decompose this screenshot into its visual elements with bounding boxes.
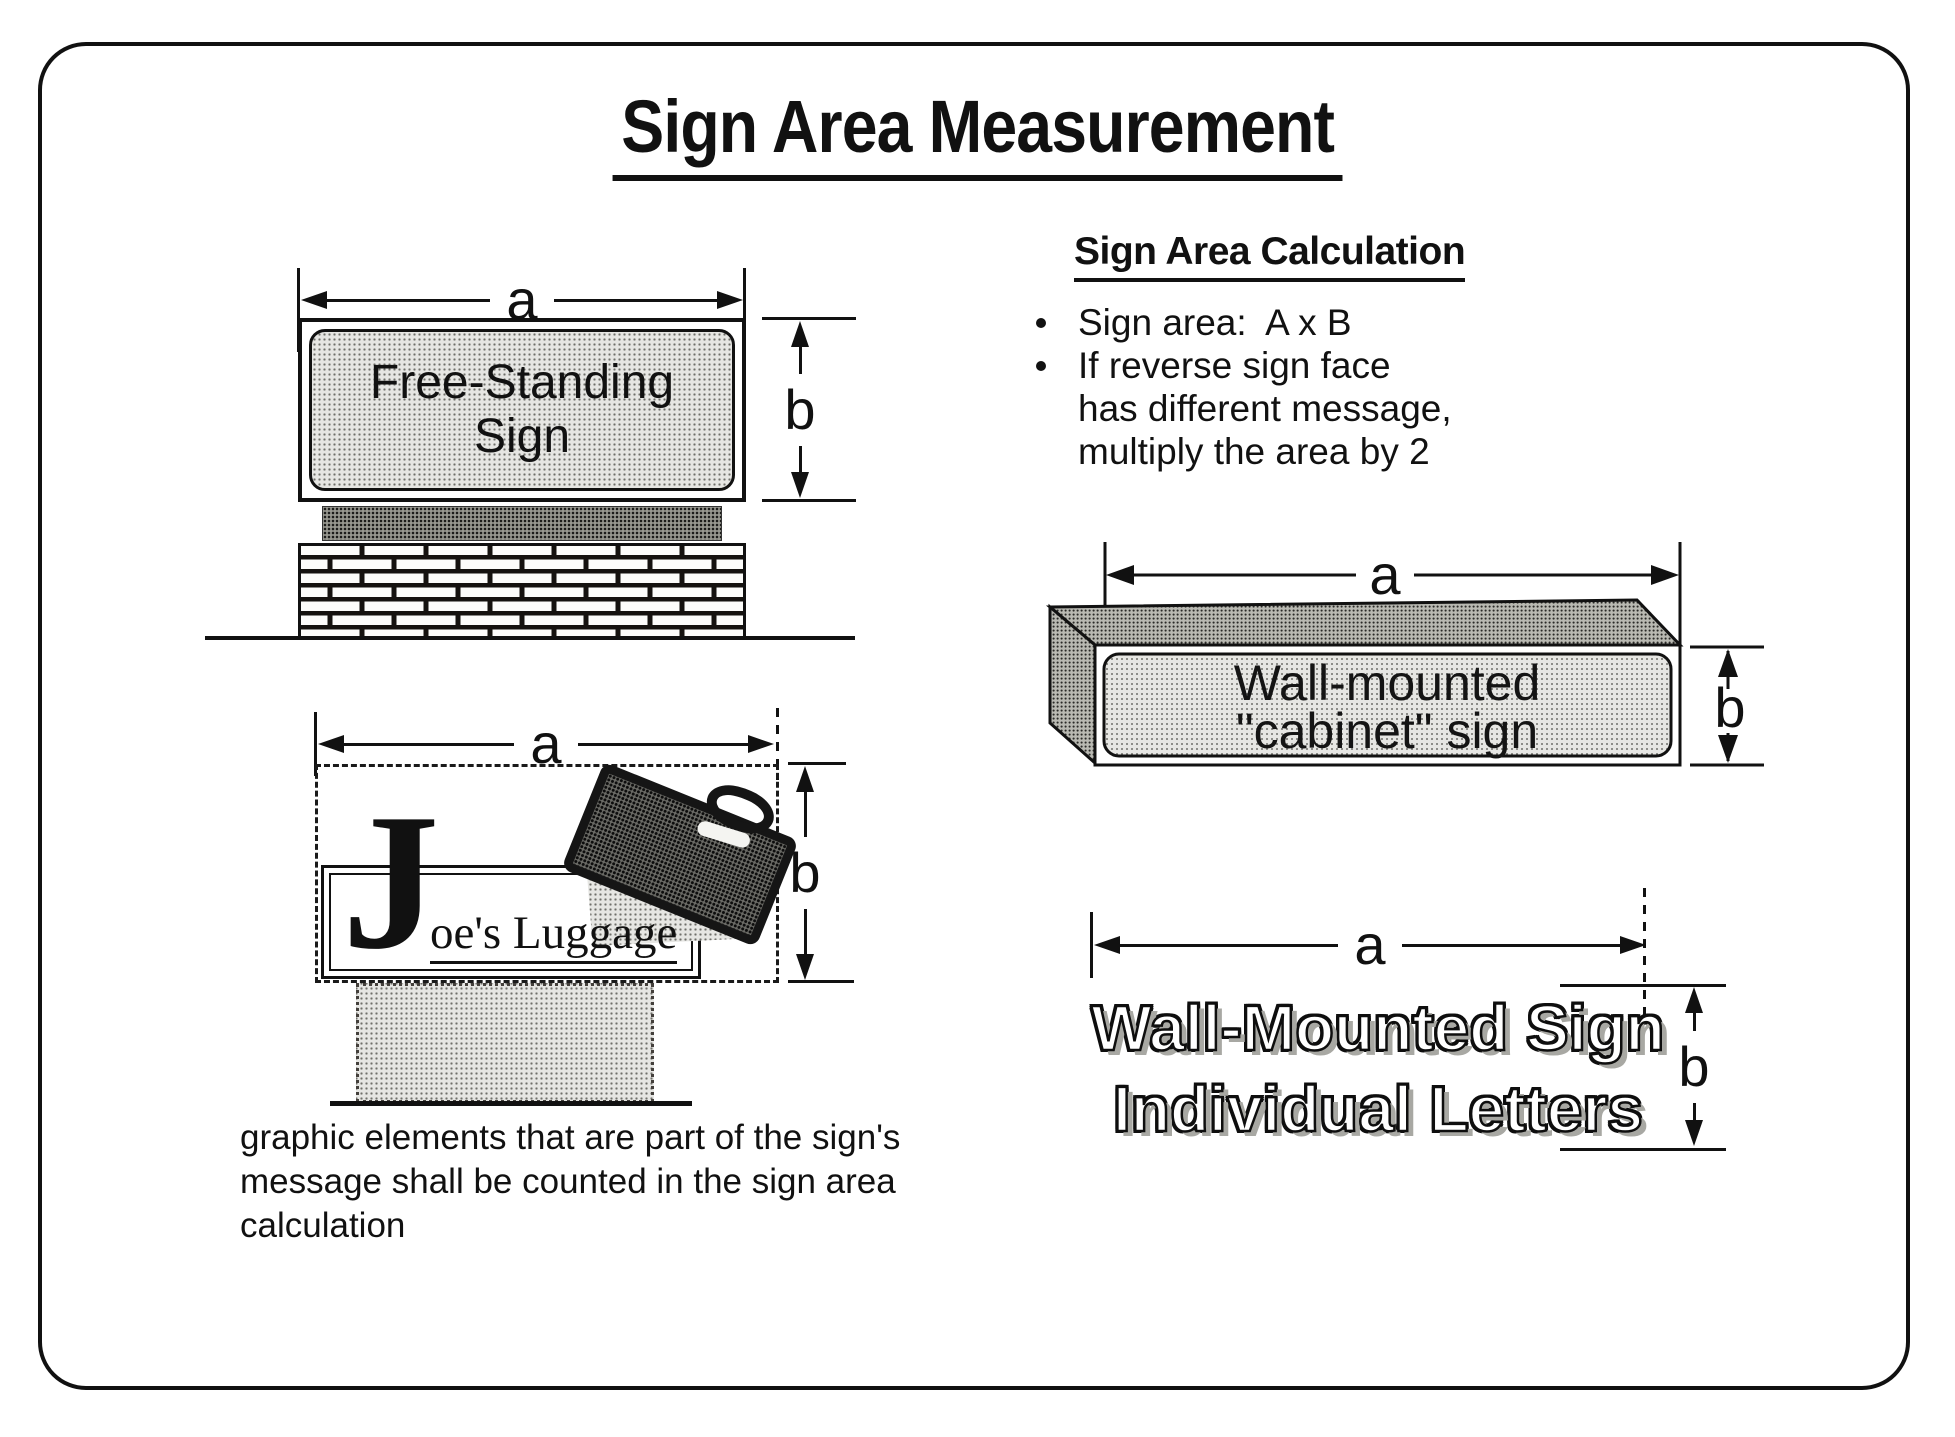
free-standing-sign-face: Free-Standing Sign (309, 329, 735, 491)
dim-a-right-tick (776, 708, 779, 780)
ground-line (330, 1101, 692, 1106)
dim-line-segment (798, 445, 802, 472)
cabinet-sign-diagram: a Wall-mounted "cabinet" sign b (1045, 542, 1764, 767)
cabinet-top-face (1045, 598, 1684, 647)
cabinet-dim-b: b (1690, 645, 1764, 767)
arrow-left-icon (318, 735, 344, 753)
bullet-item-continuation: has different message, (1036, 387, 1556, 430)
arrow-left-icon (1106, 565, 1134, 585)
caption-line: message shall be counted in the sign are… (240, 1162, 896, 1201)
arrow-right-icon (1620, 936, 1646, 954)
diagram-caption: graphic elements that are part of the si… (240, 1116, 900, 1248)
dim-a-label: a (1354, 913, 1386, 976)
bullet-text: multiply the area by 2 (1078, 431, 1430, 472)
bullet-dot-icon (1036, 317, 1046, 328)
caption-line: calculation (240, 1206, 406, 1245)
bullet-text: If reverse sign face (1078, 345, 1391, 386)
calculation-heading: Sign Area Calculation (1074, 230, 1466, 282)
page-title-row: Sign Area Measurement (0, 84, 1955, 181)
sign-text-line: Wall-Mounted Sign (1090, 991, 1666, 1066)
dim-line-segment (553, 298, 717, 302)
dim-line-segment (1401, 943, 1620, 947)
sign-support-band (322, 506, 722, 541)
sign-pedestal (356, 983, 654, 1103)
bullet-dot-icon (1036, 360, 1046, 371)
sign-text-line: "cabinet" sign (1236, 703, 1538, 759)
arrow-up-icon (791, 321, 809, 347)
dim-a-right-tick (743, 268, 746, 352)
dim-a-left-tick (297, 268, 300, 352)
dim-line-segment (327, 298, 491, 302)
free-standing-sign-panel: Free-Standing Sign (298, 318, 746, 502)
dim-line-segment (1692, 1102, 1696, 1120)
cabinet-dim-a: a (1103, 542, 1682, 659)
dim-b-label: b (1678, 1034, 1710, 1098)
dim-line-segment (1120, 943, 1339, 947)
ground-line (205, 636, 855, 640)
dim-line-segment (803, 909, 807, 954)
arrow-down-icon (796, 954, 814, 980)
dim-a-left-tick (1090, 912, 1093, 978)
dim-b-bottom-tick (788, 980, 854, 983)
arrow-up-icon (796, 766, 814, 792)
dim-line-segment (803, 792, 807, 837)
arrow-down-icon (1718, 735, 1738, 763)
bullet-text: Sign area: A x B (1078, 302, 1352, 343)
dim-b-top-tick (762, 317, 856, 320)
dim-b-label: b (1714, 676, 1745, 739)
bullet-item-continuation: multiply the area by 2 (1036, 430, 1556, 473)
dim-line-segment (577, 742, 748, 746)
dim-b-label: b (789, 841, 821, 904)
dim-a-label: a (1369, 543, 1401, 606)
sign-text-line: Free-Standing (369, 356, 675, 410)
dim-a-left-tick (314, 712, 317, 776)
brick-base (298, 543, 746, 639)
individual-letters-text: Wall-Mounted Sign Individual Letters (1078, 988, 1678, 1150)
arrow-down-icon (791, 472, 809, 498)
bullet-item: Sign area: A x B (1036, 301, 1556, 344)
arrow-down-icon (1685, 1120, 1703, 1146)
page-title: Sign Area Measurement (612, 84, 1343, 181)
page-border (38, 42, 1910, 1390)
dim-a-label: a (530, 712, 562, 775)
arrow-right-icon (748, 735, 774, 753)
dim-b-label: b (784, 377, 816, 441)
sign-name-text: oe's Luggage (430, 910, 678, 964)
bullet-text: has different message, (1078, 388, 1452, 429)
bullet-item: If reverse sign face (1036, 344, 1556, 387)
sign-text-line: Sign (473, 410, 571, 463)
dim-b-bottom-tick (1560, 1148, 1726, 1151)
sign-text-line: Individual Letters (1112, 1072, 1644, 1147)
calculation-bullets: Sign area: A x B If reverse sign face ha… (1036, 301, 1556, 473)
dim-line-segment (798, 347, 802, 374)
cabinet-sign-face (1102, 652, 1673, 758)
caption-line: graphic elements that are part of the si… (240, 1118, 901, 1157)
dim-line-segment (1692, 1013, 1696, 1031)
arrow-left-icon (1094, 936, 1120, 954)
dim-b-bottom-tick (762, 499, 856, 502)
sign-text-line: Wall-mounted (1234, 655, 1541, 711)
dim-b-top-tick (1560, 984, 1726, 987)
arrow-up-icon (1718, 649, 1738, 677)
cabinet-box: Wall-mounted "cabinet" sign (1045, 598, 1684, 767)
arrow-right-icon (717, 291, 743, 309)
sign-initial-letter: J (342, 774, 440, 990)
dim-line-segment (344, 742, 515, 746)
arrow-up-icon (1685, 987, 1703, 1013)
arrow-right-icon (1651, 565, 1679, 585)
dim-b-top-tick (788, 762, 846, 765)
arrow-left-icon (301, 291, 327, 309)
